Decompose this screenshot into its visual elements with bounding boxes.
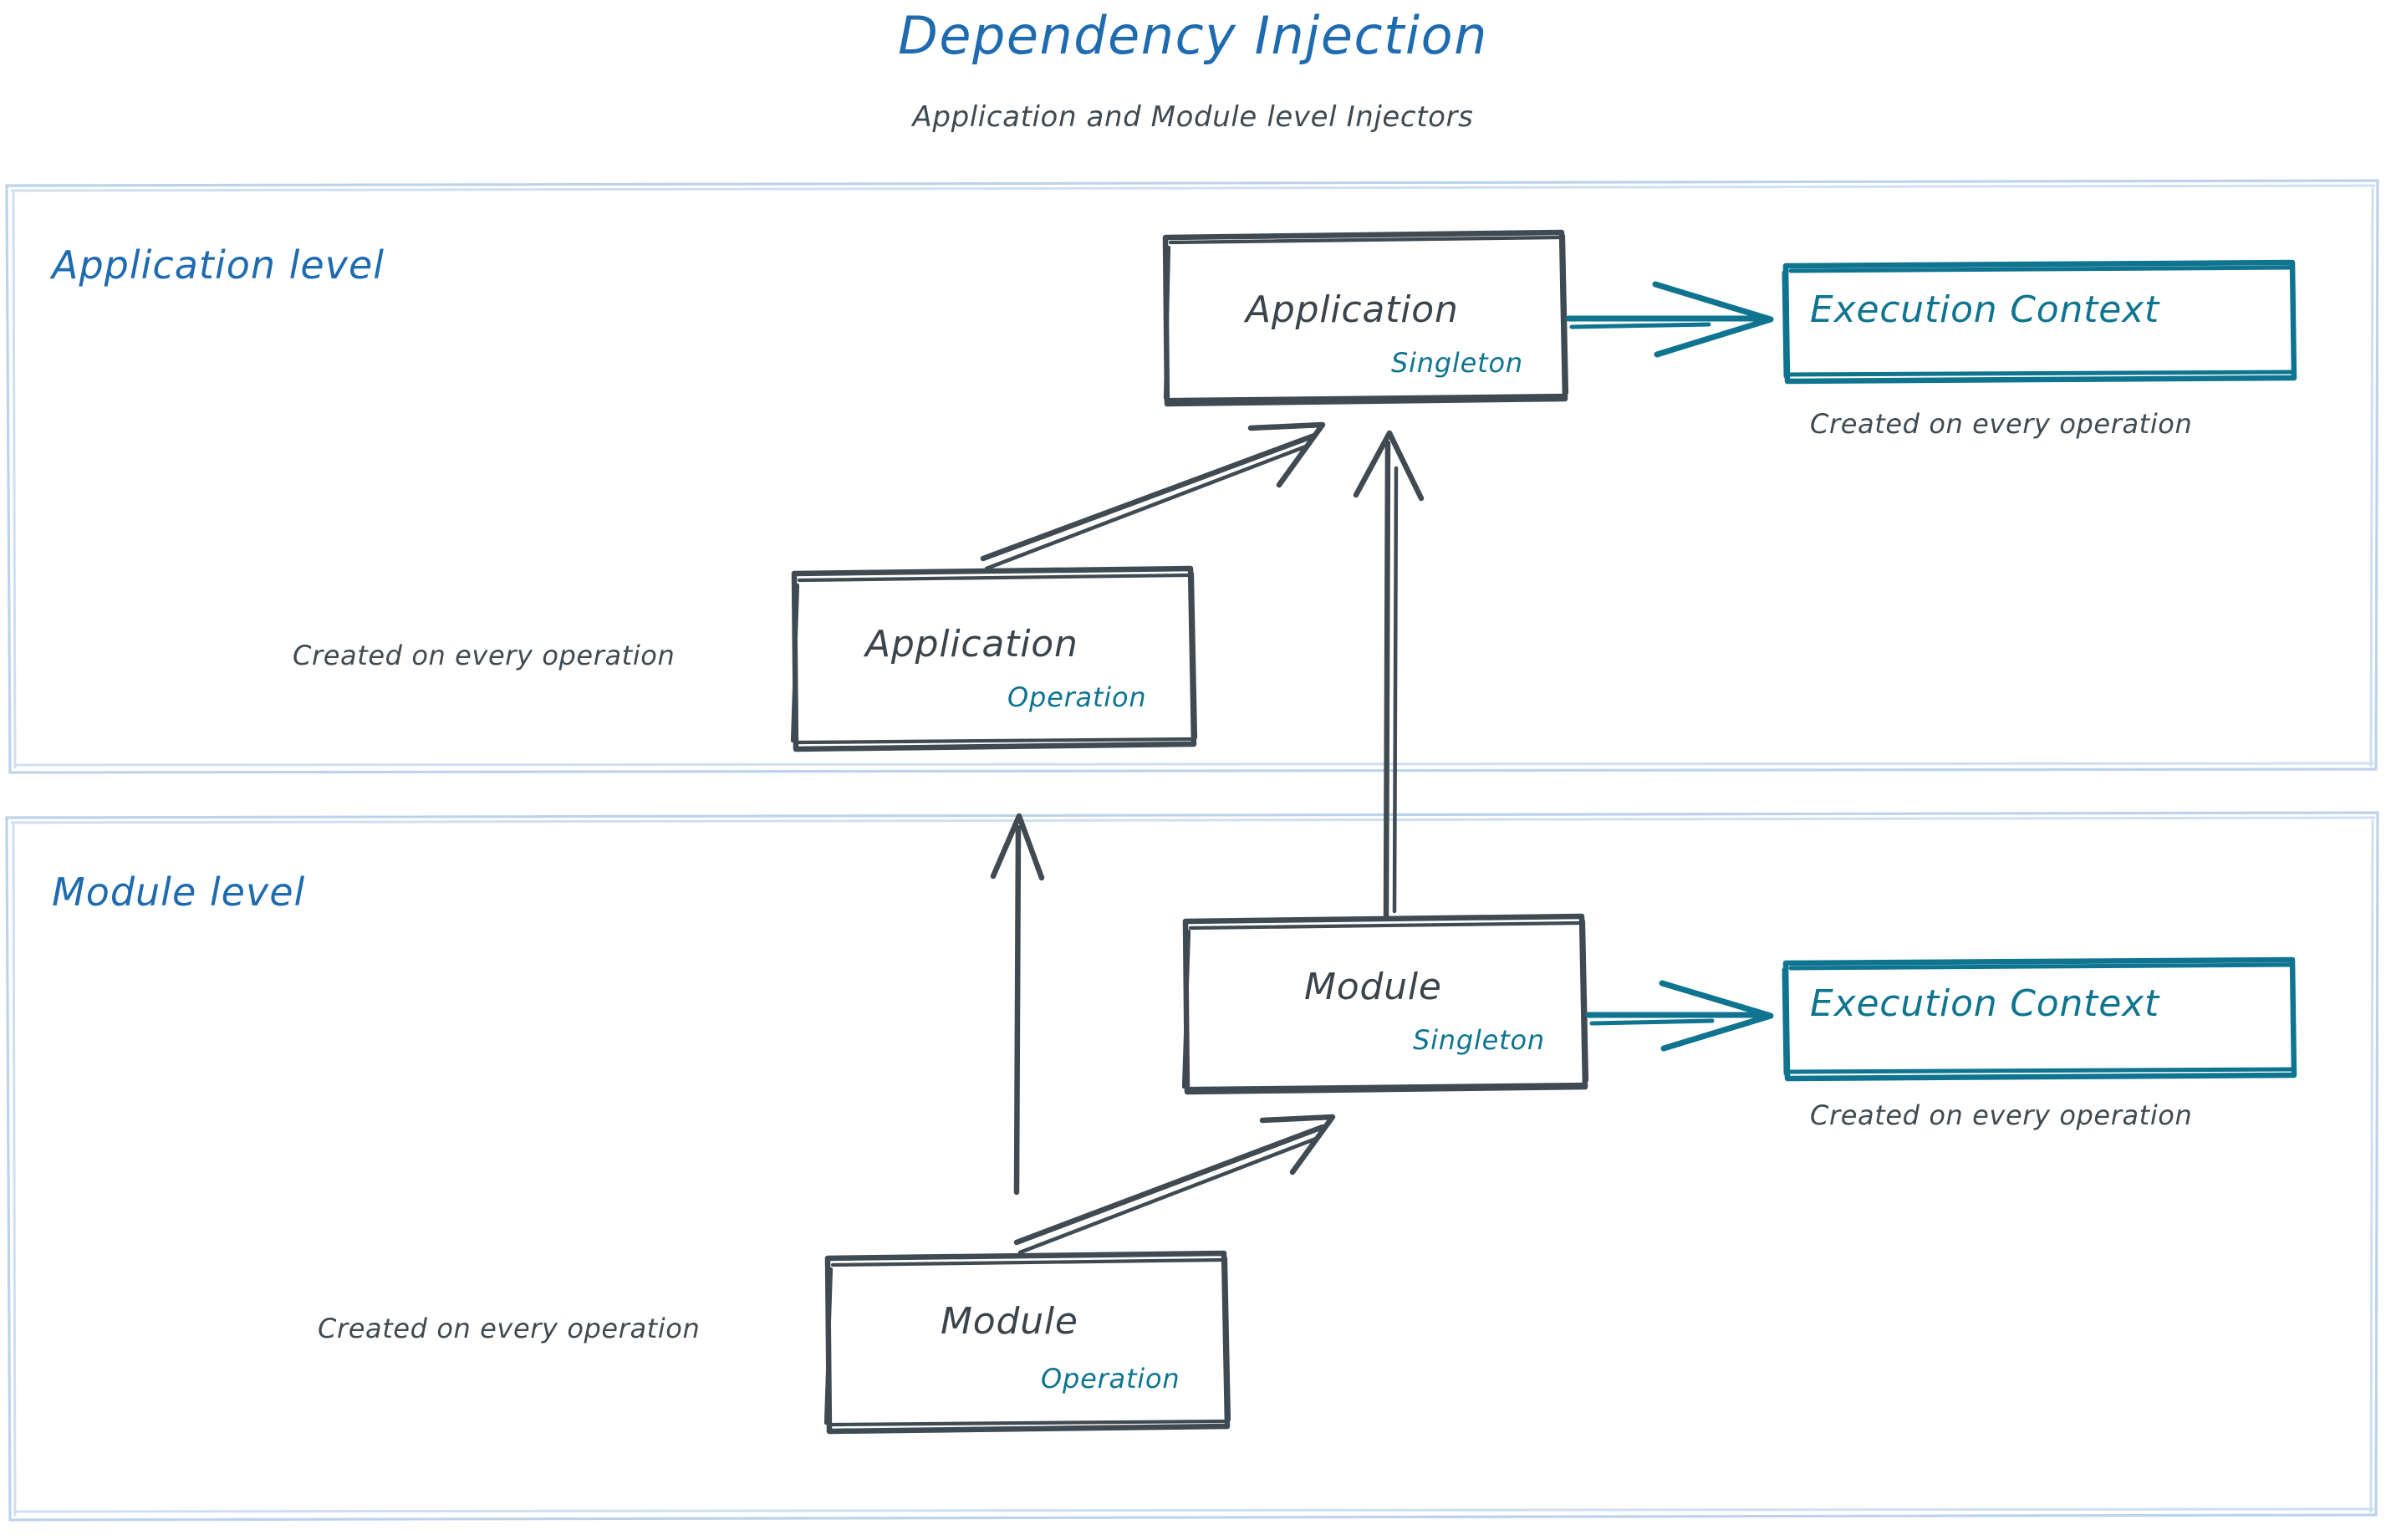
- edge-app-operation-to-app-singleton: [980, 421, 1326, 571]
- node-execution-context-application[interactable]: [1782, 259, 2297, 385]
- edge-mod-operation-to-app-operation: [990, 813, 1045, 1196]
- node-execution-context-module[interactable]: [1782, 956, 2297, 1082]
- panel-application-level: [5, 179, 2379, 774]
- node-application-singleton[interactable]: [1162, 229, 1569, 407]
- panel-module-level: [5, 811, 2379, 1522]
- node-application-operation[interactable]: [790, 565, 1198, 752]
- edge-mod-singleton-to-app-singleton: [1353, 430, 1425, 921]
- edge-mod-singleton-to-exec-context: [1585, 980, 1774, 1052]
- node-module-operation[interactable]: [823, 1250, 1231, 1435]
- edge-app-singleton-to-exec-context: [1565, 281, 1774, 358]
- node-module-singleton[interactable]: [1181, 913, 1589, 1095]
- edge-mod-operation-to-mod-singleton: [1013, 1114, 1336, 1255]
